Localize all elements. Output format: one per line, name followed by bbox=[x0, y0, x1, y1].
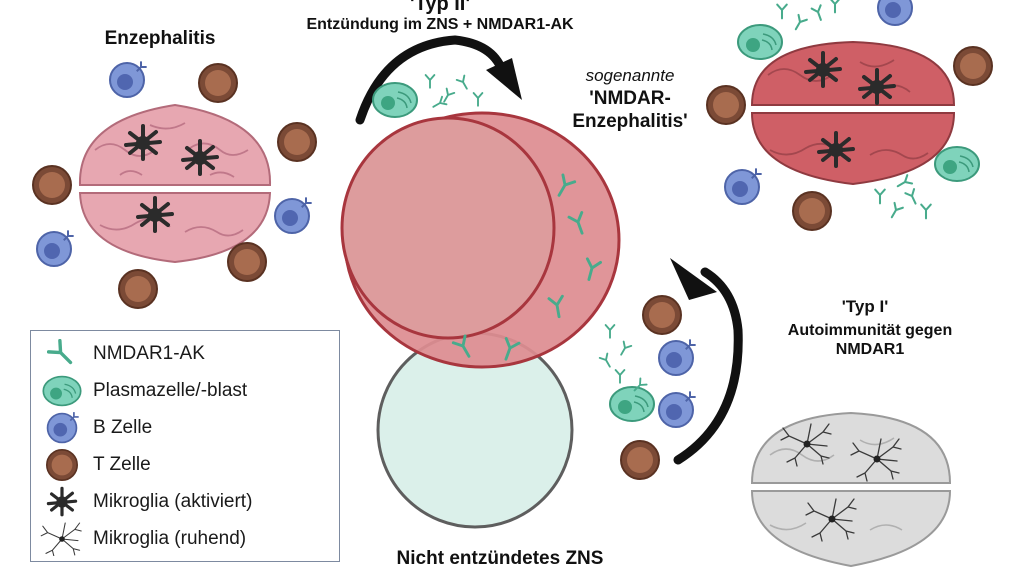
nmdar-enzephalitis-label: 'NMDAR- Enzephalitis' bbox=[572, 88, 688, 132]
legend-label: NMDAR1-AK bbox=[93, 343, 205, 364]
t-cell-icon bbox=[792, 191, 832, 231]
legend-item-microglia-activated: Mikroglia (aktiviert) bbox=[31, 485, 339, 519]
b-cell-icon bbox=[46, 411, 80, 444]
b-cell-icon bbox=[724, 167, 763, 205]
plasma-cell-icon bbox=[609, 386, 655, 422]
arrow-typ1 bbox=[670, 258, 743, 465]
b-cell-icon bbox=[274, 196, 313, 234]
t-cell-icon bbox=[198, 63, 238, 103]
antibody-cluster-typ1-arrow bbox=[598, 324, 648, 395]
t-cell-icon bbox=[45, 448, 78, 482]
typ2-subtitle: Entzündung im ZNS + NMDAR1-AK bbox=[306, 16, 574, 33]
antibody-cluster-top-right bbox=[776, 0, 932, 221]
legend-item-plasma-cell: Plasmazelle/-blast bbox=[31, 374, 339, 408]
t-cell-icon bbox=[642, 295, 682, 335]
legend-label: Plasmazelle/-blast bbox=[93, 380, 248, 401]
t-cell-icon bbox=[32, 165, 72, 205]
brain-left bbox=[78, 103, 272, 264]
plasma-cell-icon bbox=[934, 146, 980, 182]
t-cell-icon bbox=[953, 46, 993, 86]
b-cell-icon bbox=[109, 60, 148, 98]
b-cell-icon bbox=[658, 338, 697, 376]
plasma-cell-icon bbox=[372, 82, 418, 118]
typ1-subtitle: Autoimmunität gegen NMDAR1 bbox=[787, 322, 953, 359]
legend-label: T Zelle bbox=[93, 454, 151, 475]
antibody-icon bbox=[47, 339, 77, 369]
typ1-title: 'Typ I' bbox=[841, 297, 889, 316]
brain-top-right bbox=[750, 40, 956, 186]
legend-item-microglia-resting: Mikroglia (ruhend) bbox=[31, 522, 339, 556]
legend-label: Mikroglia (aktiviert) bbox=[93, 491, 253, 512]
legend-item-t-cell: T Zelle bbox=[31, 448, 339, 482]
b-cell-icon bbox=[658, 390, 697, 428]
b-cell-icon bbox=[36, 229, 75, 267]
plasma-cell-icon bbox=[42, 375, 82, 407]
brain-bottom-right bbox=[750, 411, 952, 568]
legend: NMDAR1-AK Plasmazelle/-blast B Zelle T Z… bbox=[30, 330, 340, 562]
not-inflamed-cns-label: Nicht entzündetes ZNS bbox=[396, 548, 604, 569]
b-cell-icon bbox=[877, 0, 916, 27]
enzephalitis-label: Enzephalitis bbox=[104, 28, 216, 49]
legend-label: B Zelle bbox=[93, 417, 153, 438]
legend-item-antibody: NMDAR1-AK bbox=[31, 337, 339, 371]
typ2-title: 'Typ II' bbox=[409, 0, 471, 15]
t-cell-icon bbox=[227, 242, 267, 282]
microglia-activated-icon bbox=[46, 486, 78, 517]
sogenannte-label: sogenannte bbox=[585, 66, 675, 85]
t-cell-icon bbox=[277, 122, 317, 162]
legend-label: Mikroglia (ruhend) bbox=[93, 528, 247, 549]
legend-item-b-cell: B Zelle bbox=[31, 411, 339, 445]
arrow-typ2 bbox=[355, 35, 522, 125]
t-cell-icon bbox=[620, 440, 660, 480]
antibody-cluster-typ2-arrow bbox=[424, 74, 484, 112]
circle-cns-inflammation bbox=[340, 116, 556, 340]
microglia-resting-icon bbox=[40, 522, 82, 556]
t-cell-icon bbox=[118, 269, 158, 309]
plasma-cell-icon bbox=[737, 24, 783, 60]
